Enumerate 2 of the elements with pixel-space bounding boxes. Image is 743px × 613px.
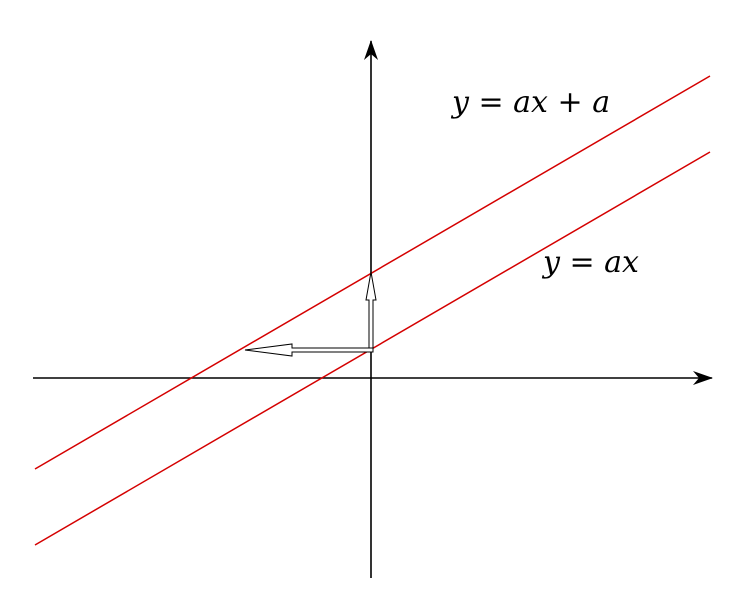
equation-label: y = ax + a bbox=[452, 88, 610, 118]
equation-label: y = ax bbox=[543, 248, 639, 278]
